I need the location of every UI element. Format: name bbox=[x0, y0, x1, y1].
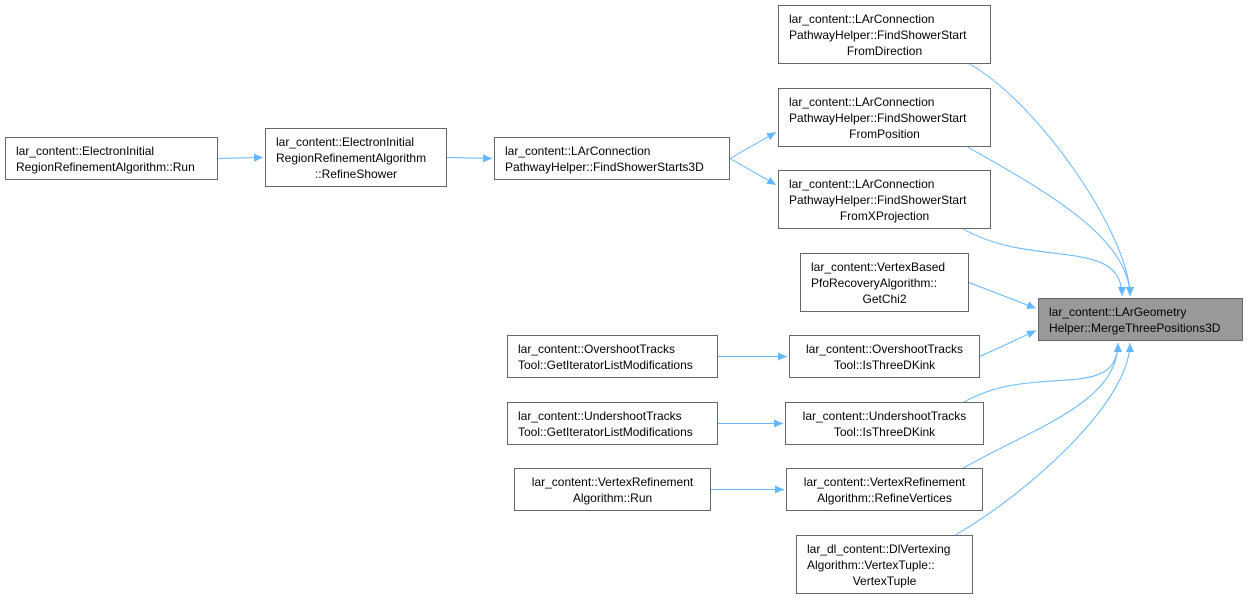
node-line: lar_content::LArConnection bbox=[505, 143, 651, 158]
node-vertex-based-pfo-get-chi2[interactable]: lar_content::VertexBased PfoRecoveryAlgo… bbox=[800, 253, 969, 312]
node-find-shower-start-from-position[interactable]: lar_content::LArConnection PathwayHelper… bbox=[778, 88, 991, 147]
node-line: ::RefineShower bbox=[314, 166, 398, 181]
node-electron-refine-shower[interactable]: lar_content::ElectronInitial RegionRefin… bbox=[265, 128, 447, 187]
node-find-shower-starts-3d[interactable]: lar_content::LArConnection PathwayHelper… bbox=[494, 137, 730, 180]
edge-find_shower_start_from_position-to-merge_three_positions_3d bbox=[967, 146, 1134, 297]
node-line: Algorithm::Run bbox=[572, 490, 653, 505]
node-line: lar_dl_content::DlVertexing bbox=[807, 541, 951, 556]
edge-electron_run-to-electron_refine_shower bbox=[217, 153, 264, 162]
node-line: lar_content::LArConnection bbox=[789, 176, 935, 191]
node-undershoot-is-three-d-kink[interactable]: lar_content::UndershootTracks Tool::IsTh… bbox=[785, 402, 984, 445]
node-line: lar_content::VertexBased bbox=[811, 259, 946, 274]
node-line: FromPosition bbox=[849, 126, 920, 141]
node-electron-run[interactable]: lar_content::ElectronInitial RegionRefin… bbox=[5, 137, 218, 180]
node-line: lar_content::OvershootTracks bbox=[518, 341, 675, 356]
node-line: lar_content::VertexRefinement bbox=[531, 474, 694, 489]
node-line: lar_content::UndershootTracks bbox=[518, 408, 682, 423]
node-line: PfoRecoveryAlgorithm:: bbox=[811, 275, 938, 290]
node-line: Helper::MergeThreePositions3D bbox=[1049, 320, 1221, 335]
node-line: lar_content::OvershootTracks bbox=[806, 341, 963, 356]
node-find-shower-start-from-direction[interactable]: lar_content::LArConnection PathwayHelper… bbox=[778, 5, 991, 64]
edge-undershoot_is_three_d_kink-to-merge_three_positions_3d bbox=[963, 342, 1122, 403]
edge-vertex_refinement_refine_vertices-to-merge_three_positions_3d bbox=[963, 342, 1122, 469]
node-line: Algorithm::RefineVertices bbox=[817, 490, 952, 505]
node-line: lar_content::VertexRefinement bbox=[803, 474, 966, 489]
node-line: lar_content::UndershootTracks bbox=[802, 408, 967, 423]
node-line: PathwayHelper::FindShowerStarts3D bbox=[505, 159, 704, 174]
edge-dl_vertex_tuple-to-merge_three_positions_3d bbox=[955, 342, 1134, 536]
edge-find_shower_start_from_direction-to-merge_three_positions_3d bbox=[969, 63, 1134, 297]
node-line: Tool::GetIteratorListModifications bbox=[518, 357, 693, 372]
node-merge-three-positions-3d: lar_content::LArGeometry Helper::MergeTh… bbox=[1038, 298, 1243, 341]
node-line: Tool::IsThreeDKink bbox=[833, 357, 936, 372]
node-line: PathwayHelper::FindShowerStart bbox=[789, 192, 967, 207]
node-line: lar_content::LArConnection bbox=[789, 11, 935, 26]
node-line: FromXProjection bbox=[839, 208, 930, 223]
node-line: Algorithm::VertexTuple:: bbox=[807, 557, 935, 572]
node-line: lar_content::ElectronInitial bbox=[16, 143, 155, 158]
node-find-shower-start-from-x-projection[interactable]: lar_content::LArConnection PathwayHelper… bbox=[778, 170, 991, 229]
node-dl-vertex-tuple[interactable]: lar_dl_content::DlVertexing Algorithm::V… bbox=[796, 535, 973, 594]
node-line: Tool::IsThreeDKink bbox=[833, 424, 936, 439]
node-line: FromDirection bbox=[846, 43, 923, 58]
node-line: lar_content::LArGeometry bbox=[1049, 304, 1187, 319]
node-line: GetChi2 bbox=[862, 291, 907, 306]
node-vertex-refinement-run[interactable]: lar_content::VertexRefinement Algorithm:… bbox=[514, 468, 711, 511]
edge-find_shower_starts_3d-to-find_shower_start_from_position bbox=[729, 131, 777, 159]
node-line: lar_content::ElectronInitial bbox=[276, 134, 415, 149]
node-line: lar_content::LArConnection bbox=[789, 94, 935, 109]
node-undershoot-get-iterator-list-modifications[interactable]: lar_content::UndershootTracks Tool::GetI… bbox=[507, 402, 718, 445]
node-overshoot-is-three-d-kink[interactable]: lar_content::OvershootTracks Tool::IsThr… bbox=[789, 335, 980, 378]
edge-electron_refine_shower-to-find_shower_starts_3d bbox=[446, 154, 493, 163]
node-line: PathwayHelper::FindShowerStart bbox=[789, 110, 967, 125]
node-line: VertexTuple bbox=[852, 573, 917, 588]
node-line: RegionRefinementAlgorithm::Run bbox=[16, 159, 195, 174]
edge-vertex_based_pfo_get_chi2-to-merge_three_positions_3d bbox=[968, 282, 1037, 309]
node-overshoot-get-iterator-list-modifications[interactable]: lar_content::OvershootTracks Tool::GetIt… bbox=[507, 335, 718, 378]
node-line: Tool::GetIteratorListModifications bbox=[518, 424, 693, 439]
edge-find_shower_start_from_x_projection-to-merge_three_positions_3d bbox=[963, 228, 1126, 297]
edge-find_shower_starts_3d-to-find_shower_start_from_x_projection bbox=[729, 158, 777, 186]
node-line: RegionRefinementAlgorithm bbox=[276, 150, 427, 165]
edge-overshoot_is_three_d_kink-to-merge_three_positions_3d bbox=[979, 330, 1037, 357]
node-line: PathwayHelper::FindShowerStart bbox=[789, 27, 967, 42]
node-vertex-refinement-refine-vertices[interactable]: lar_content::VertexRefinement Algorithm:… bbox=[786, 468, 983, 511]
